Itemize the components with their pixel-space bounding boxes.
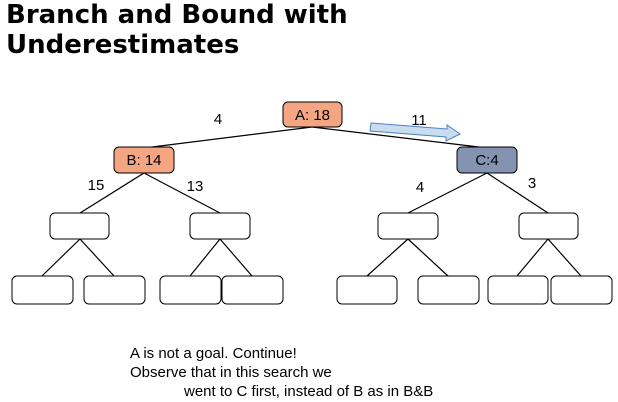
edge-leaf: [41, 238, 81, 277]
slide-title: Branch and Bound with Underestimates: [6, 0, 348, 60]
empty-node: [417, 275, 480, 305]
edge-leaf: [366, 238, 409, 277]
empty-node: [377, 212, 439, 240]
empty-node: [83, 275, 146, 305]
edge-leaf: [547, 238, 582, 277]
node-a-label: A: 18: [295, 107, 330, 124]
edge-b-right: [143, 172, 221, 214]
edge-b-left: [79, 172, 145, 214]
edge-c-left: [407, 172, 488, 214]
empty-node: [487, 275, 549, 305]
edge-a-b: [143, 126, 313, 149]
empty-nodes: [11, 212, 613, 305]
node-c-label: C:4: [475, 152, 498, 169]
highlight-arrow: [369, 122, 461, 142]
empty-node: [159, 275, 222, 305]
edge-leaf: [79, 238, 115, 277]
edge-label-c-right: 3: [528, 175, 536, 192]
edge-label-b-right: 13: [187, 178, 204, 195]
empty-node: [221, 275, 284, 305]
caption-line-1: A is not a goal. Continue!: [130, 345, 297, 362]
caption-line-2: Observe that in this search we: [130, 364, 332, 381]
tree-edges: [41, 126, 582, 277]
empty-node: [550, 275, 613, 305]
title-line-1: Branch and Bound with: [6, 0, 348, 30]
edge-leaf: [407, 238, 449, 277]
edge-label-c-left: 4: [416, 179, 424, 196]
node-a: A: 18: [282, 101, 343, 128]
node-b-label: B: 14: [126, 152, 161, 169]
edge-c-right: [486, 172, 549, 214]
edge-leaf: [219, 238, 253, 277]
empty-node: [518, 212, 579, 240]
node-c: C:4: [456, 146, 518, 174]
edge-a-c: [311, 126, 488, 149]
edge-leaf: [516, 238, 549, 277]
empty-node: [189, 212, 251, 240]
edge-label-b-left: 15: [88, 177, 105, 194]
caption: A is not a goal. Continue! Observe that …: [130, 344, 433, 401]
edge-label-a-c: 11: [411, 112, 427, 129]
edge-leaf: [189, 238, 221, 277]
node-b: B: 14: [113, 146, 175, 174]
empty-node: [11, 275, 74, 305]
title-line-2: Underestimates: [6, 30, 240, 60]
caption-line-3: went to C first, instead of B as in B&B: [184, 383, 434, 400]
empty-node: [49, 212, 110, 240]
edge-label-a-b: 4: [214, 111, 222, 128]
empty-node: [336, 275, 398, 305]
